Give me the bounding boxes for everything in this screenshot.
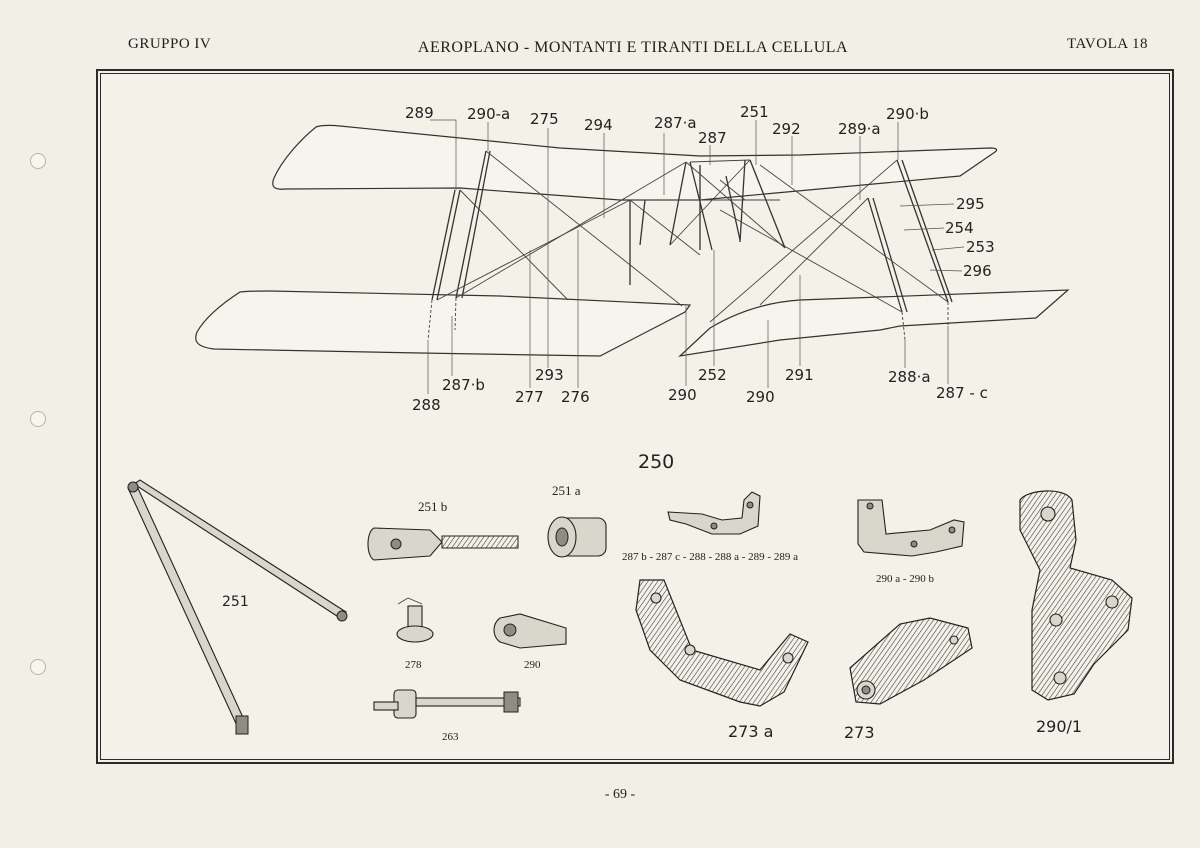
part-273-bracket: 273 [844,617,973,742]
plate-number: TAVOLA 18 [1067,36,1148,52]
label-251b: 251 b [418,499,447,514]
label-251: 251 [222,594,249,610]
binder-hole-icon [30,659,46,675]
group-title: GRUPPO IV [128,36,212,52]
callout-290b: 290·b [886,105,929,123]
label-290ab: 290 a - 290 b [876,573,935,585]
label-273: 273 [844,723,875,742]
page-title: AEROPLANO - MONTANTI E TIRANTI DELLA CEL… [417,39,849,56]
callout-287c: 287 - c [936,384,988,402]
callout-289: 289 [405,104,434,122]
part-290ab-bracket: 290 a - 290 b [857,499,965,585]
part-251-v-strut: 251 [127,479,348,735]
part-251a-bushing: 251 a [547,483,607,558]
part-290-link: 290 [493,613,567,671]
callout-252: 252 [698,366,727,384]
part-287-bracket: 287 b - 287 c - 288 - 288 a - 289 - 289 … [622,491,798,563]
callout-254: 254 [945,219,974,237]
lower-wing-right [678,289,1070,357]
callout-290-left: 290 [668,386,697,404]
callout-296: 296 [963,262,992,280]
callout-294: 294 [584,116,613,134]
callout-275: 275 [530,110,559,128]
part-290-1-plate: 290/1 [1019,490,1133,736]
part-251b-fork-bolt: 251 b [367,499,519,561]
callout-277: 277 [515,388,544,406]
binder-hole-icon [30,153,46,169]
callout-292: 292 [772,120,801,138]
part-273a-bracket: 273 a [635,579,809,741]
label-273a: 273 a [728,722,773,741]
page-number: - 69 - [604,787,636,802]
callout-290-right: 290 [746,388,775,406]
plate-frame-outer [96,69,1174,764]
callout-251: 251 [740,103,769,121]
binder-hole-icon [30,411,46,427]
label-290: 290 [524,659,541,671]
callout-289a: 289·a [838,120,881,138]
label-251a: 251 a [552,483,581,498]
callout-287a: 287·a [654,114,697,132]
upper-wing [272,124,998,201]
label-278: 278 [405,659,422,671]
callout-295: 295 [956,195,985,213]
label-290-1: 290/1 [1036,717,1082,736]
label-287-group: 287 b - 287 c - 288 - 288 a - 289 - 289 … [622,551,798,563]
callout-288a: 288·a [888,368,931,386]
callout-290a: 290-a [467,105,510,123]
callout-288: 288 [412,396,441,414]
label-250: 250 [638,451,674,473]
label-263: 263 [442,731,459,743]
biplane-cell-illustration: 289 290-a 275 294 287·a 287 251 292 289·… [195,103,1070,414]
callout-253: 253 [966,238,995,256]
callout-293: 293 [535,366,564,384]
lower-wing-left [195,290,692,357]
callout-287: 287 [698,129,727,147]
part-278-pin: 278 [396,597,434,671]
callout-287b: 287·b [442,376,485,394]
callout-276: 276 [561,388,590,406]
part-263-bolt: 263 [373,689,521,743]
callout-291: 291 [785,366,814,384]
